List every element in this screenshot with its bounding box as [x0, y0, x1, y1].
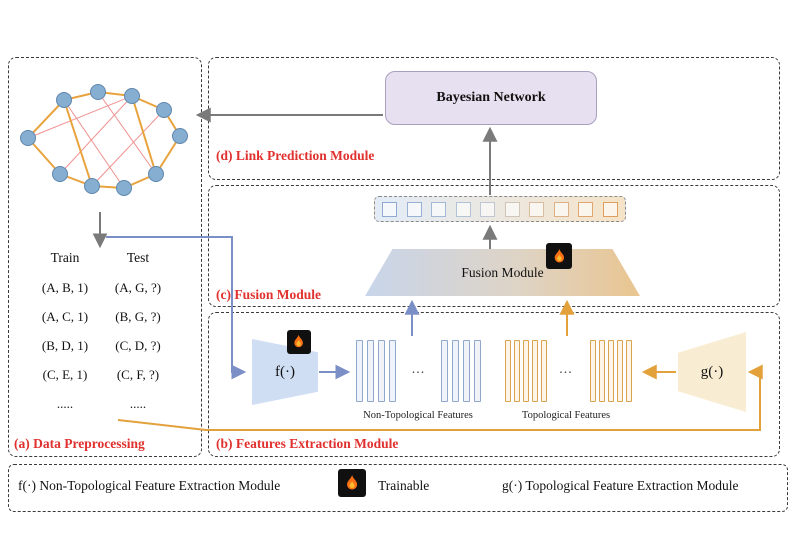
test-column: Test (A, G, ?) (B, G, ?) (C, D, ?) (C, F…	[98, 250, 178, 412]
train-row: (A, B, 1)	[41, 280, 89, 295]
module-d-caption: (d) Link Prediction Module	[216, 148, 375, 163]
feature-square	[455, 201, 471, 217]
feature-bar	[389, 340, 396, 402]
test-row: (B, G, ?)	[115, 309, 161, 324]
train-row: (B, D, 1)	[41, 338, 89, 353]
module-a-caption: (a) Data Preprocessing	[14, 436, 145, 451]
fire-icon	[338, 469, 366, 497]
feature-bar	[463, 340, 470, 402]
feature-square	[529, 201, 545, 217]
feature-square	[553, 201, 569, 217]
fusion-module-label: Fusion Module	[461, 264, 544, 280]
feature-bar	[532, 340, 538, 402]
feature-bar	[367, 340, 374, 402]
feature-bar	[599, 340, 605, 402]
legend-box	[8, 464, 788, 512]
test-row: (C, D, ?)	[115, 338, 161, 353]
feature-bar	[608, 340, 614, 402]
train-header: Train	[50, 250, 80, 265]
non-topological-bars	[441, 340, 481, 402]
feature-bar	[452, 340, 459, 402]
train-row: (A, C, 1)	[41, 309, 89, 324]
bayesian-network-label: Bayesian Network	[436, 90, 546, 105]
feature-square	[406, 201, 422, 217]
feature-square	[602, 201, 618, 217]
feature-bar	[378, 340, 385, 402]
feature-bar	[617, 340, 623, 402]
feature-bar	[523, 340, 529, 402]
feature-bar	[474, 340, 481, 402]
non-topological-bars	[356, 340, 396, 402]
legend-g-item: g(·) Topological Feature Extraction Modu…	[502, 478, 739, 493]
feature-bar	[590, 340, 596, 402]
feature-bar	[514, 340, 520, 402]
g-label: g(·)	[700, 363, 724, 380]
fused-feature-vector	[374, 196, 626, 222]
module-b-caption: (b) Features Extraction Module	[216, 436, 399, 451]
feature-square	[431, 201, 447, 217]
ellipsis: ...	[559, 362, 573, 377]
topological-bars	[505, 340, 547, 402]
topological-bars	[590, 340, 632, 402]
feature-bar	[505, 340, 511, 402]
test-row: (A, G, ?)	[114, 280, 162, 295]
feature-square	[504, 201, 520, 217]
fusion-module-shape: Fusion Module	[365, 249, 640, 296]
train-row: (C, E, 1)	[42, 367, 88, 382]
fire-icon	[287, 330, 311, 354]
non-topological-features-label: Non-Topological Features	[363, 410, 473, 421]
module-c-caption: (c) Fusion Module	[216, 287, 322, 302]
feature-square	[480, 201, 496, 217]
bayesian-network-box: Bayesian Network	[385, 71, 597, 125]
test-header: Test	[126, 250, 150, 265]
feature-bar	[356, 340, 363, 402]
test-row: (C, F, ?)	[116, 367, 160, 382]
ellipsis: ...	[411, 362, 426, 377]
test-row: .....	[129, 396, 147, 411]
topological-features-label: Topological Features	[521, 410, 611, 421]
fire-icon	[546, 243, 572, 269]
f-label: f(·)	[275, 363, 295, 380]
feature-bar	[626, 340, 632, 402]
train-column: Train (A, B, 1) (A, C, 1) (B, D, 1) (C, …	[25, 250, 105, 412]
train-row: .....	[56, 396, 74, 411]
feature-square	[578, 201, 594, 217]
feature-bar	[441, 340, 448, 402]
legend-trainable-label: Trainable	[378, 478, 430, 493]
feature-square	[382, 201, 397, 217]
legend-f-item: f(·) Non-Topological Feature Extraction …	[18, 478, 281, 493]
